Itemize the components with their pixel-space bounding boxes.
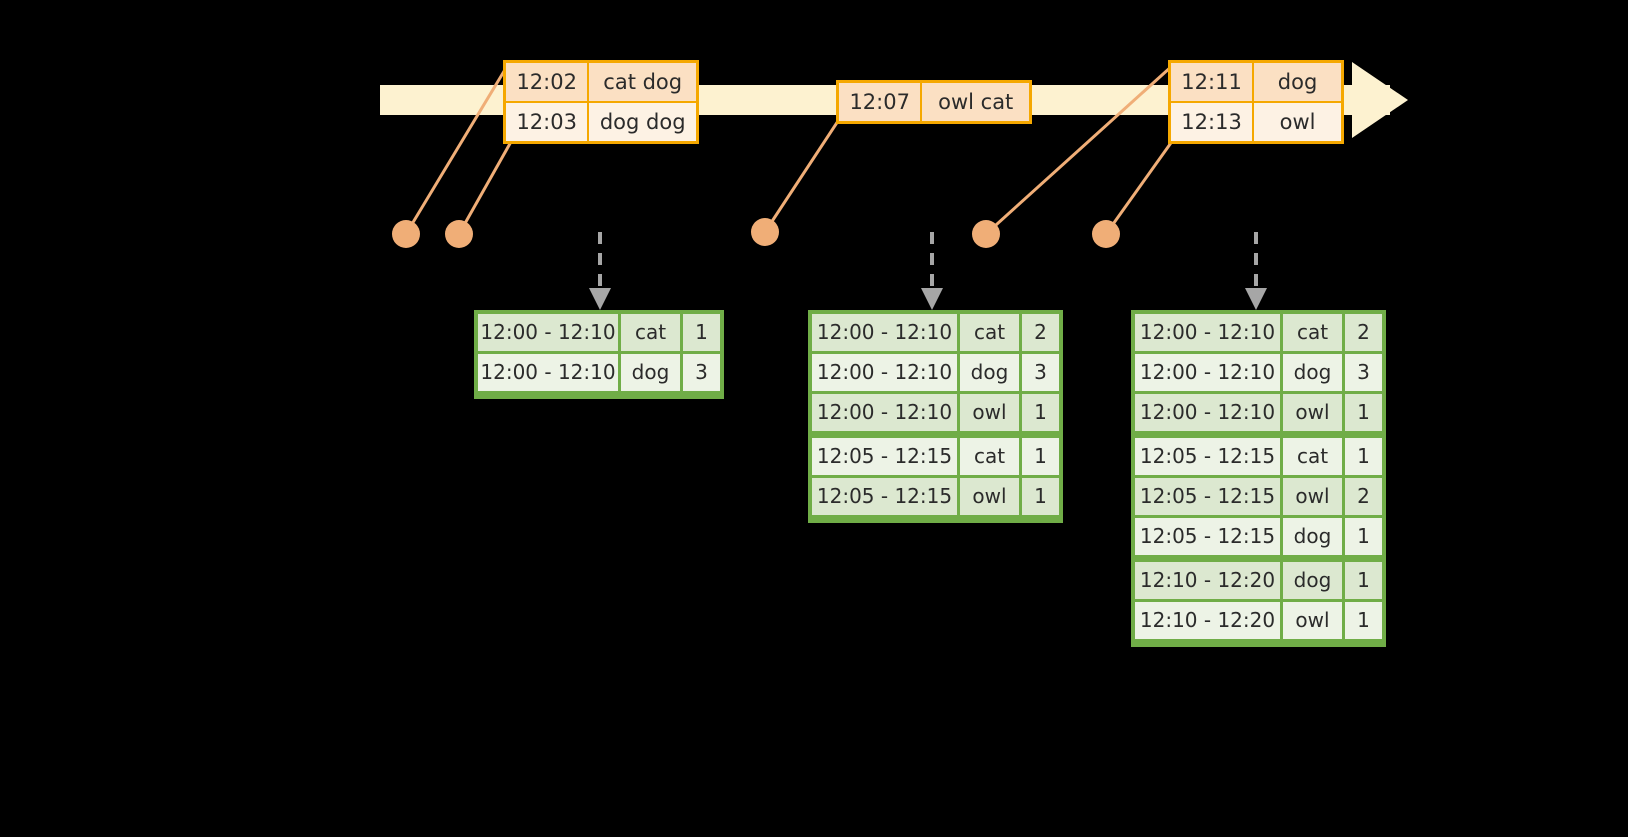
count-cell: 3	[1034, 360, 1047, 384]
event-time: 12:02	[506, 63, 590, 101]
event-value: dog dog	[599, 110, 686, 134]
count-cell: 1	[1357, 400, 1370, 424]
key-cell: dog	[1283, 354, 1345, 391]
count-cell: 1	[1357, 444, 1370, 468]
key-cell: owl	[1283, 394, 1345, 431]
window-cell: 12:05 - 12:15	[812, 438, 960, 475]
event-row: 12:07 owl cat	[839, 83, 1029, 121]
key-cell: cat	[960, 314, 1022, 351]
key-cell: cat	[621, 314, 683, 351]
window-cell: 12:05 - 12:15	[1135, 438, 1283, 475]
window-cell: 12:00 - 12:10	[1135, 314, 1283, 351]
event-dots	[392, 218, 1120, 248]
table-down-arrows	[598, 232, 1258, 288]
key-cell: dog	[621, 354, 683, 391]
count-cell: 2	[1357, 320, 1370, 344]
event-time: 12:07	[839, 83, 923, 121]
count-cell: 1	[1034, 400, 1047, 424]
table-down-arrowheads	[589, 288, 1267, 310]
window-cell: 12:10 - 12:20	[1135, 562, 1283, 599]
event-dot-3	[751, 218, 779, 246]
event-dot-1	[392, 220, 420, 248]
event-value: owl cat	[938, 90, 1014, 114]
event-row: 12:11 dog	[1171, 63, 1341, 101]
count-cell: 2	[1357, 484, 1370, 508]
key-cell: owl	[960, 394, 1022, 431]
key-cell: dog	[960, 354, 1022, 391]
event-time: 12:03	[506, 103, 590, 141]
count-cell: 1	[1034, 484, 1047, 508]
window-cell: 12:05 - 12:15	[1135, 478, 1283, 515]
key-cell: dog	[1283, 518, 1345, 555]
event-value: dog	[1277, 70, 1318, 94]
event-dot-4	[972, 220, 1000, 248]
event-value: owl	[1279, 110, 1316, 134]
event-row: 12:02 cat dog	[506, 63, 696, 101]
window-cell: 12:05 - 12:15	[812, 478, 960, 515]
key-cell: cat	[1283, 438, 1345, 475]
count-cell: 1	[1357, 608, 1370, 632]
window-cell: 12:10 - 12:20	[1135, 602, 1283, 639]
event-group-2[interactable]: 12:07 owl cat	[836, 80, 1032, 124]
event-row: 12:13 owl	[1171, 101, 1341, 141]
window-cell: 12:00 - 12:10	[812, 354, 960, 391]
event-dot-2	[445, 220, 473, 248]
event-time: 12:11	[1171, 63, 1255, 101]
event-value: cat dog	[603, 70, 683, 94]
key-cell: cat	[1283, 314, 1345, 351]
key-cell: owl	[1283, 478, 1345, 515]
event-row: 12:03 dog dog	[506, 101, 696, 141]
event-group-1[interactable]: 12:02 cat dog 12:03 dog dog	[503, 60, 699, 144]
window-cell: 12:05 - 12:15	[1135, 518, 1283, 555]
window-cell: 12:00 - 12:10	[812, 314, 960, 351]
key-cell: owl	[960, 478, 1022, 515]
event-time: 12:13	[1171, 103, 1255, 141]
count-cell: 1	[1357, 524, 1370, 548]
window-cell: 12:00 - 12:10	[1135, 354, 1283, 391]
window-cell: 12:00 - 12:10	[478, 314, 621, 351]
count-cell: 1	[695, 320, 708, 344]
key-cell: cat	[960, 438, 1022, 475]
key-cell: owl	[1283, 602, 1345, 639]
count-cell: 1	[1357, 568, 1370, 592]
window-cell: 12:00 - 12:10	[812, 394, 960, 431]
count-cell: 3	[695, 360, 708, 384]
event-dot-5	[1092, 220, 1120, 248]
count-cell: 2	[1034, 320, 1047, 344]
window-cell: 12:00 - 12:10	[478, 354, 621, 391]
key-cell: dog	[1283, 562, 1345, 599]
window-cell: 12:00 - 12:10	[1135, 394, 1283, 431]
event-group-3[interactable]: 12:11 dog 12:13 owl	[1168, 60, 1344, 144]
count-cell: 3	[1357, 360, 1370, 384]
count-cell: 1	[1034, 444, 1047, 468]
